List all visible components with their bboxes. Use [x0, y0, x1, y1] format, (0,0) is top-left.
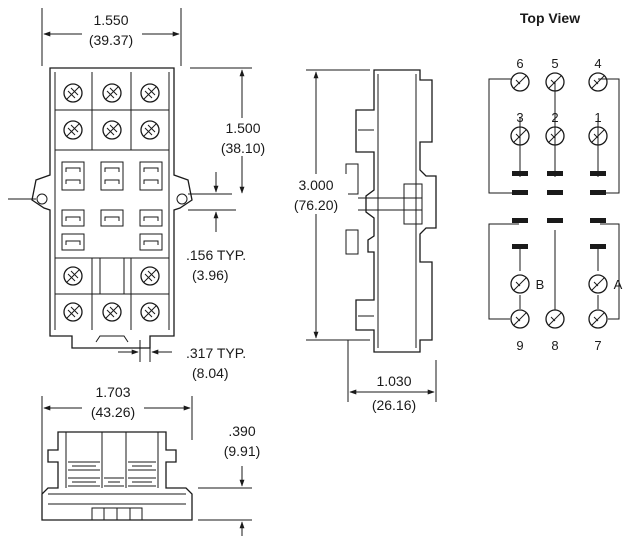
hole-size-mm: (3.96) — [192, 267, 229, 283]
side-height-mm: (76.20) — [294, 197, 338, 213]
screw-icon — [140, 302, 160, 322]
bottom-offset-mm: (8.04) — [192, 365, 229, 381]
top-view: Top View — [488, 10, 623, 353]
pin-label-b: B — [536, 277, 545, 292]
front-width-dimension: 1.550 (39.37) — [41, 8, 182, 66]
pin-label-9: 9 — [516, 338, 523, 353]
screw-icon — [102, 120, 122, 140]
side-depth-inches: 1.030 — [376, 373, 411, 389]
pin-labels: 6 5 4 3 2 1 B A 9 8 7 — [516, 56, 622, 353]
end-body-outline — [41, 431, 193, 521]
terminal-icon — [510, 126, 530, 146]
end-terminals — [68, 461, 156, 487]
pin-label-5: 5 — [551, 56, 558, 71]
side-tab-lower — [345, 229, 359, 255]
pin-label-8: 8 — [551, 338, 558, 353]
side-depth-mm: (26.16) — [372, 397, 416, 413]
front-width-mm: (39.37) — [89, 32, 133, 48]
front-bottom-tab — [95, 335, 129, 343]
side-depth-dimension: 1.030 (26.16) — [347, 340, 437, 413]
side-view: 3.000 (76.20) 1.030 (26.16) — [286, 69, 437, 413]
side-height-inches: 3.000 — [298, 177, 333, 193]
terminal-icon — [510, 309, 530, 329]
pin-label-7: 7 — [594, 338, 601, 353]
bottom-offset-inches: .317 TYP. — [186, 345, 246, 361]
screw-icon — [63, 266, 83, 286]
screw-icon — [63, 302, 83, 322]
front-height-dimension: 1.500 (38.10) — [190, 67, 272, 194]
end-view: 1.703 (43.26) .390 (9.91) — [41, 378, 260, 536]
bottom-offset-dimension: .317 TYP. (8.04) — [118, 340, 246, 381]
pin-label-3: 3 — [516, 110, 523, 125]
front-terminal-grid — [54, 72, 170, 330]
contact-bars — [512, 171, 606, 249]
pin-label-4: 4 — [594, 56, 601, 71]
right-mounting-hole — [176, 193, 188, 205]
terminal-icon — [510, 274, 530, 294]
terminal-icon — [588, 309, 608, 329]
screw-icon — [102, 302, 122, 322]
front-view: 1.550 (39.37) — [8, 8, 272, 381]
pin-label-6: 6 — [516, 56, 523, 71]
screw-icon — [140, 120, 160, 140]
pin-label-2: 2 — [551, 110, 558, 125]
end-height-inches: .390 — [228, 423, 255, 439]
pin-label-1: 1 — [594, 110, 601, 125]
side-latch — [403, 183, 423, 225]
screw-icon — [140, 266, 160, 286]
pin-label-a: A — [614, 277, 623, 292]
left-mounting-hole — [36, 193, 48, 205]
front-height-mm: (38.10) — [221, 140, 265, 156]
end-width-dimension: 1.703 (43.26) — [41, 378, 193, 520]
end-height-dimension: .390 (9.91) — [198, 423, 260, 536]
front-width-inches: 1.550 — [93, 12, 128, 28]
hole-size-inches: .156 TYP. — [186, 247, 246, 263]
end-width-inches: 1.703 — [95, 384, 130, 400]
end-width-mm: (43.26) — [91, 404, 135, 420]
terminal-icon — [588, 72, 608, 92]
front-height-inches: 1.500 — [225, 120, 260, 136]
wiring-lines — [488, 78, 620, 320]
end-height-mm: (9.91) — [224, 443, 261, 459]
screw-icon — [63, 120, 83, 140]
terminal-icon — [545, 309, 565, 329]
top-view-title: Top View — [520, 10, 580, 26]
screw-icon — [63, 83, 83, 103]
terminal-symbols — [510, 72, 608, 329]
terminal-icon — [588, 274, 608, 294]
terminal-icon — [545, 72, 565, 92]
side-body-outline — [355, 69, 437, 353]
hole-dimension: .156 TYP. (3.96) — [186, 172, 246, 283]
side-height-dimension: 3.000 (76.20) — [286, 69, 370, 341]
screw-icon — [140, 83, 160, 103]
terminal-icon — [588, 126, 608, 146]
front-pin-sockets — [61, 161, 163, 251]
terminal-icon — [545, 126, 565, 146]
front-screws — [63, 83, 160, 322]
terminal-icon — [510, 72, 530, 92]
screw-icon — [102, 83, 122, 103]
